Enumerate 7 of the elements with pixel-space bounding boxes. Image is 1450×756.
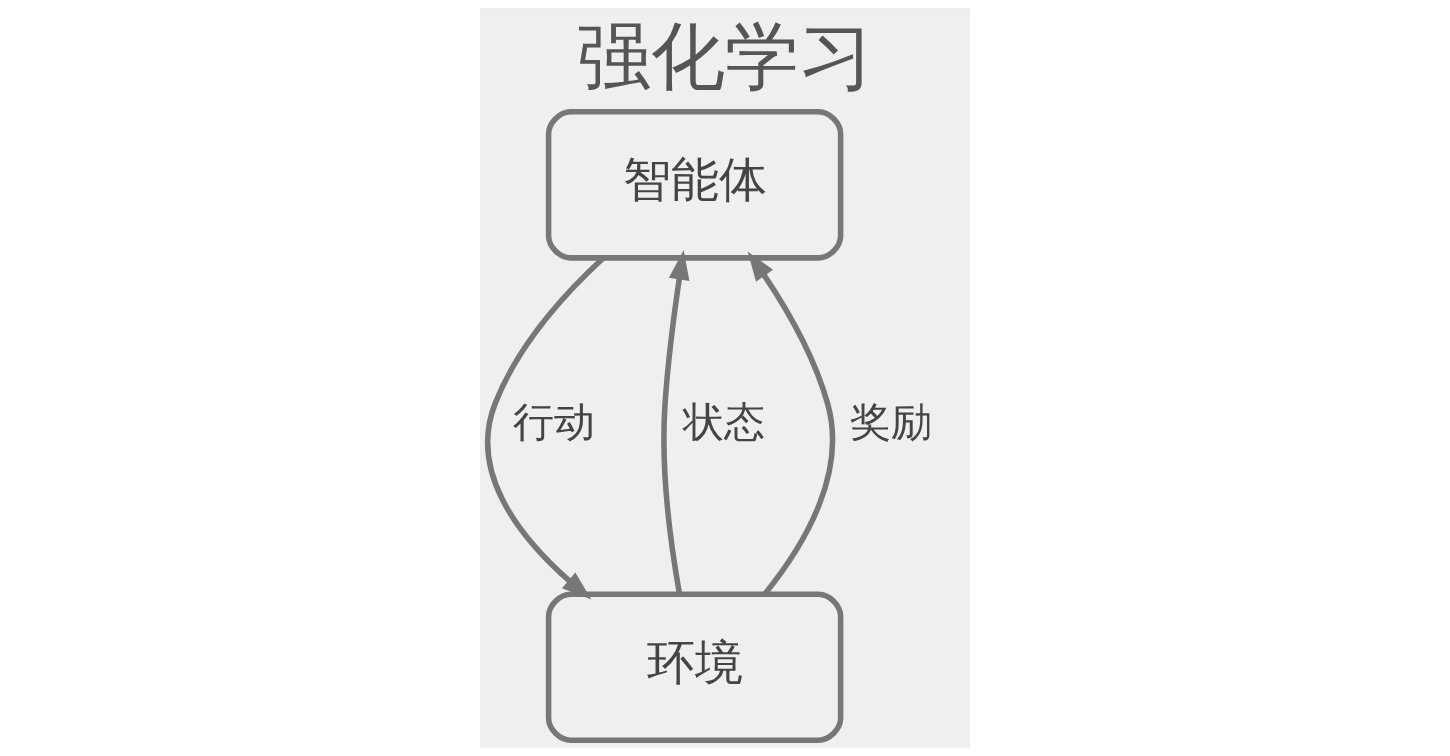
edge-label: 奖励 — [849, 398, 932, 447]
diagram-title: 强化学习 — [577, 13, 874, 100]
node-box: 环境 — [545, 591, 844, 744]
edge-label: 行动 — [513, 398, 596, 447]
arrow — [661, 250, 690, 595]
node-box: 智能体 — [545, 109, 844, 261]
edge-label: 状态 — [683, 398, 766, 447]
